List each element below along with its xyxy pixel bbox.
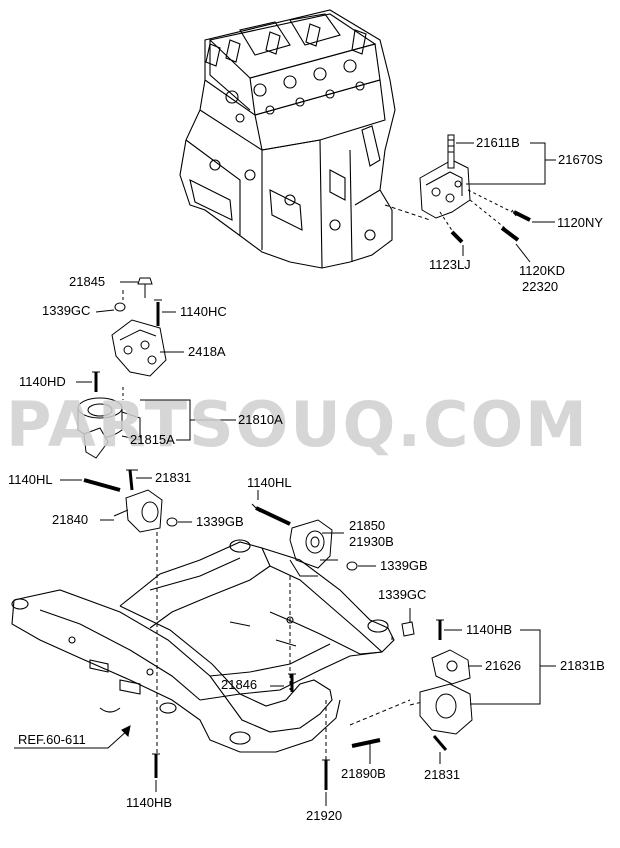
label-21840: 21840 <box>52 512 89 527</box>
label-1140HB-right: 1140HB <box>466 622 513 637</box>
label-1339GB-left: 1339GB <box>196 514 244 529</box>
label-1120NY: 1120NY <box>557 215 604 230</box>
label-21890B: 21890B <box>341 766 386 781</box>
label-21845: 21845 <box>69 274 106 289</box>
engine-bracket-dash <box>384 204 431 221</box>
label-21846: 21846 <box>221 677 258 692</box>
label-21930B: 21930B <box>349 534 394 549</box>
label-1339GC-top: 1339GC <box>42 303 91 318</box>
left-mount-stack <box>77 277 167 459</box>
engine-block <box>179 9 396 269</box>
label-ref-60-611: REF.60-611 <box>18 732 86 747</box>
bracket-leaders <box>456 142 556 263</box>
label-1140HL-mid: 1140HL <box>247 475 292 490</box>
mount-21831B-leaders <box>369 608 556 764</box>
label-2418A: 2418A <box>188 344 226 359</box>
label-1140HL-left: 1140HL <box>8 472 53 487</box>
mount-21850 <box>251 503 358 577</box>
label-21626: 21626 <box>485 658 522 673</box>
label-1120KD: 1120KD <box>519 263 566 278</box>
label-22320: 22320 <box>522 279 559 294</box>
left-mount-leaders <box>76 281 236 441</box>
mount-21850-leaders <box>257 490 376 567</box>
label-21831-top: 21831 <box>155 470 192 485</box>
watermark-text: PARTSOUQ.COM <box>6 388 589 461</box>
label-21831-bottom: 21831 <box>424 767 461 782</box>
label-1140HC: 1140HC <box>180 304 227 319</box>
mount-21840-leaders <box>60 477 192 523</box>
mount-21840 <box>83 469 178 533</box>
label-21920: 21920 <box>306 808 343 823</box>
label-1140HB-bottom: 1140HB <box>126 795 173 810</box>
bracket-21670S <box>419 134 531 244</box>
mount-21831B <box>351 619 473 751</box>
label-21850: 21850 <box>349 518 386 533</box>
bottom-bolts <box>152 673 330 806</box>
label-21831B: 21831B <box>560 658 605 673</box>
label-1140HD: 1140HD <box>19 374 66 389</box>
label-1123LJ: 1123LJ <box>429 257 471 272</box>
label-21611B: 21611B <box>476 135 520 150</box>
label-21810A: 21810A <box>238 412 283 427</box>
subframe <box>11 539 395 753</box>
label-21670S: 21670S <box>558 152 603 167</box>
label-1339GB-right: 1339GB <box>380 558 428 573</box>
alignment-dashes <box>122 290 431 760</box>
label-1339GC-right: 1339GC <box>378 587 427 602</box>
label-21815A: 21815A <box>130 432 175 447</box>
ref-arrow <box>14 725 131 749</box>
